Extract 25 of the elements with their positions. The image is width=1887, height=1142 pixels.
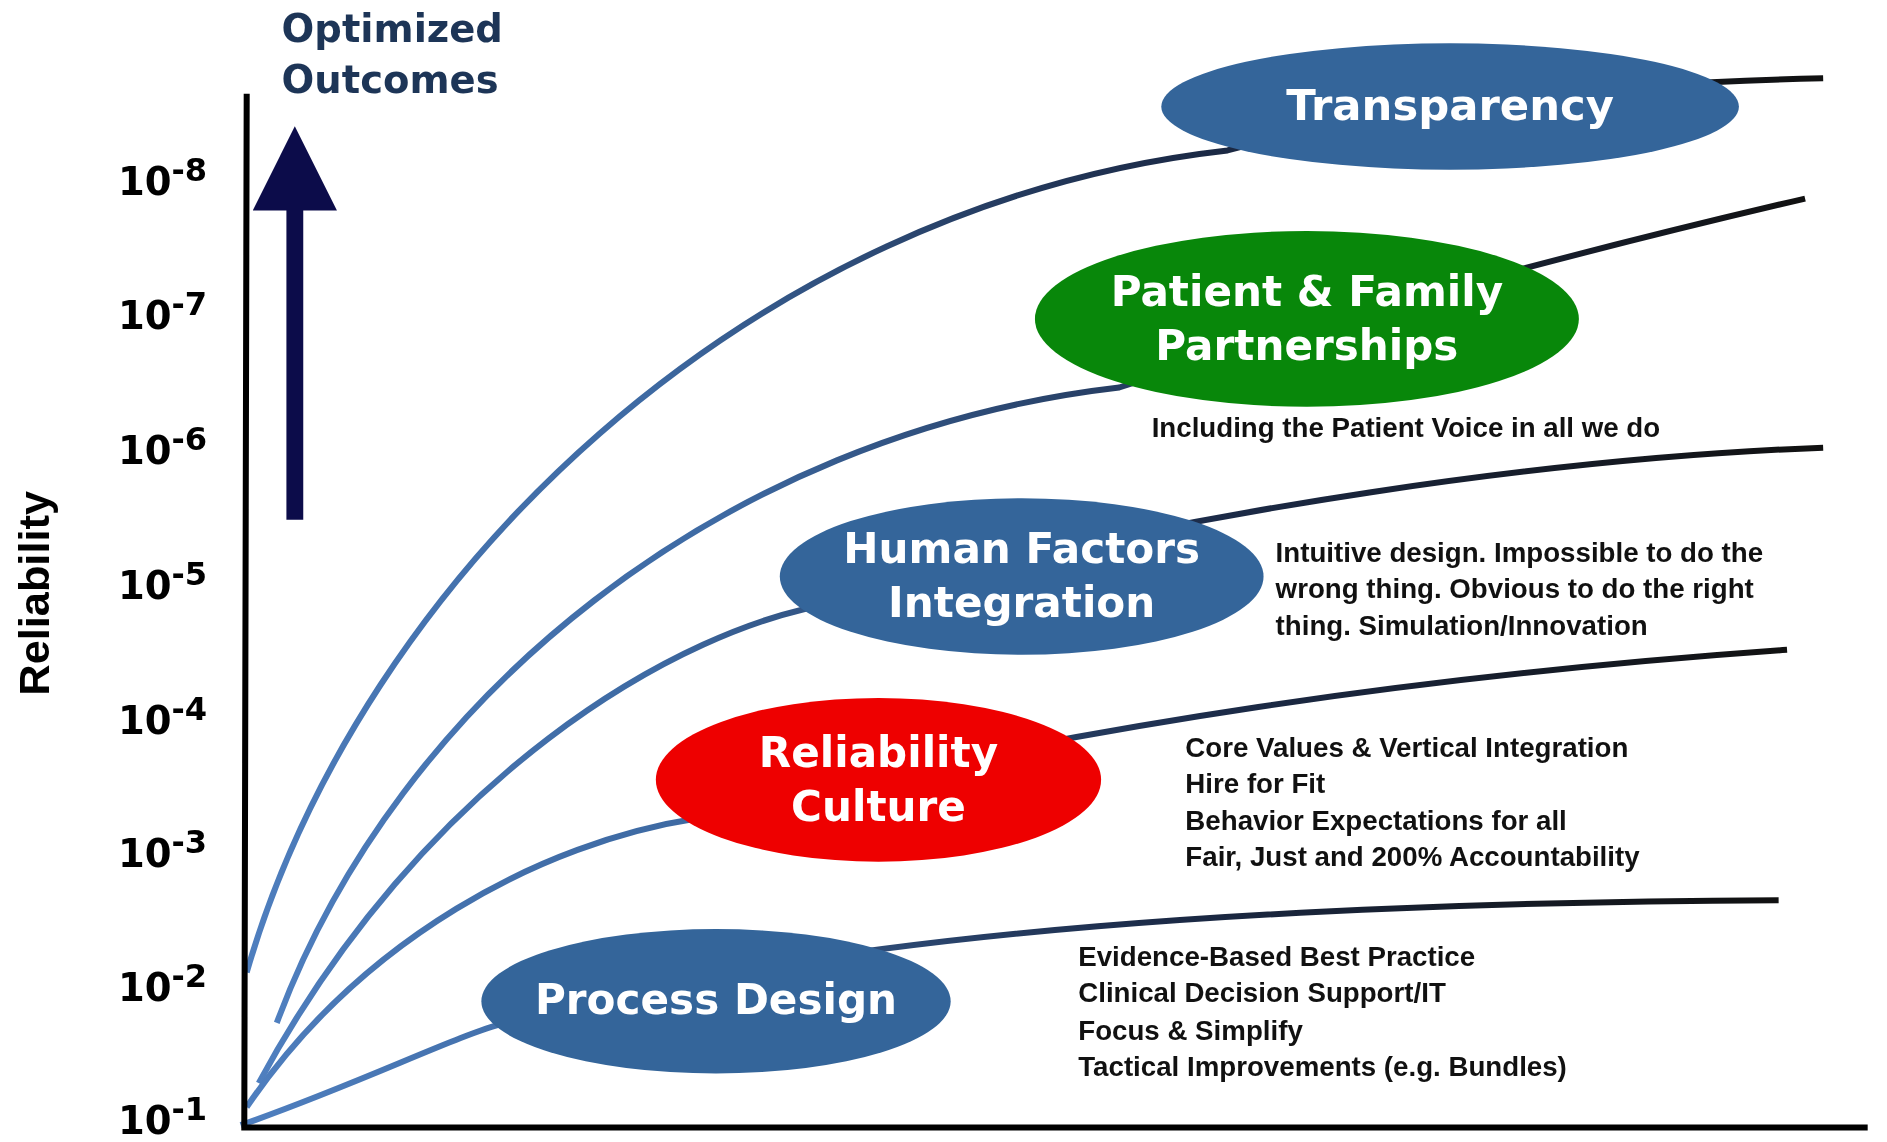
tick-label: 10$^{-3}$ [117, 823, 208, 877]
stage-title: Transparency [1286, 79, 1614, 133]
note-text: Clinical Decision Support/IT [1078, 976, 1447, 1011]
tick-label: 10$^{-8}$ [117, 150, 208, 205]
note-text: Intuitive design. Impossible to do the wrong thing. Obvious to do the right thing. Simulation/Innovation [1275, 535, 1765, 644]
note-text: Fair, Just and 200% Accountability [1185, 840, 1640, 875]
note-text: Evidence-Based Best Practice [1078, 940, 1477, 975]
axis-title: Reliability [9, 491, 60, 696]
tick-label: 10$^{-5}$ [117, 554, 208, 609]
tick-label: 10$^{-2}$ [117, 956, 208, 1011]
stage-title: Reliability Culture [757, 726, 1000, 833]
stage-title: Process Design [534, 975, 898, 1027]
tick-label: 10$^{-1}$ [117, 1090, 208, 1142]
tick-label: 10$^{-7}$ [117, 285, 208, 339]
stage-title: Human Factors Integration [842, 523, 1202, 629]
stage-title: Patient & Family Partnerships [1109, 265, 1505, 372]
tick-label: 10$^{-4}$ [117, 689, 208, 744]
note-text: Focus & Simplify [1078, 1013, 1304, 1048]
tick-label: 10$^{-6}$ [117, 420, 208, 474]
note-text: Hire for Fit [1185, 767, 1327, 802]
note-text: Tactical Improvements (e.g. Bundles) [1078, 1049, 1567, 1084]
note-text: Core Values & Vertical Integration [1185, 730, 1630, 765]
axis-title: Optimized Outcomes [281, 5, 504, 104]
note-text: Behavior Expectations for all [1185, 803, 1568, 838]
note-text: Including the Patient Voice in all we do [1151, 410, 1661, 445]
